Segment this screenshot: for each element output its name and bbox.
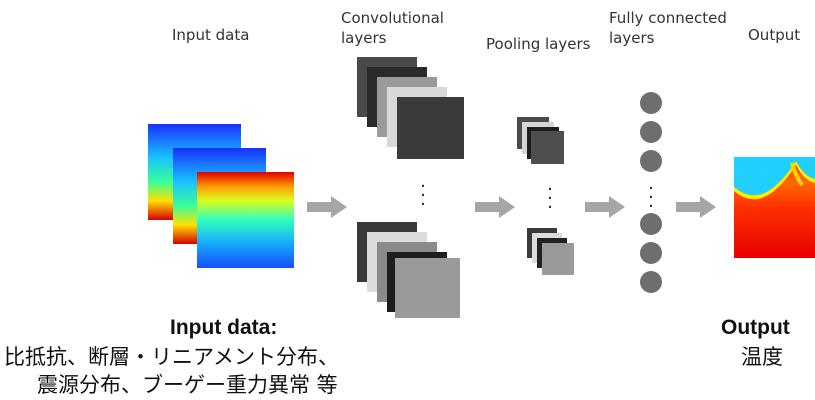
output-header: Output	[748, 26, 801, 44]
input-data-header: Input data	[172, 26, 250, 44]
pooling-layers-bottom-stack	[527, 228, 574, 275]
pooling-layers-top-stack	[517, 117, 564, 164]
input-caption-title: Input data:	[170, 316, 278, 339]
input-caption-line2: 震源分布、ブーゲー重力異常 等	[37, 373, 338, 397]
conv-layers-header-line1: Convolutional	[341, 9, 444, 27]
conv-layers-bottom-stack	[357, 222, 460, 318]
input-caption-line1: 比抵抗、断層・リニアメント分布、	[4, 345, 339, 369]
arrow-icon	[585, 196, 625, 218]
pooling-layers-header: Pooling layers	[486, 35, 591, 53]
pooling-layers-ellipsis: ···	[547, 179, 553, 218]
fc-node	[640, 271, 662, 293]
fc-layers-header-line2: layers	[609, 29, 655, 47]
input-map-3	[197, 172, 294, 268]
arrow-icon	[475, 196, 515, 218]
input-data-maps	[148, 124, 294, 268]
fc-layers-ellipsis: ···	[648, 178, 654, 217]
fc-node	[640, 213, 662, 235]
fc-node	[640, 242, 662, 264]
fc-node	[640, 92, 662, 114]
arrow-icon	[676, 196, 716, 218]
conv-layers-top-stack	[357, 57, 464, 159]
fc-node	[640, 150, 662, 172]
fc-node	[640, 121, 662, 143]
output-caption-value: 温度	[741, 345, 783, 369]
fc-layers-header-line1: Fully connected	[609, 9, 727, 27]
conv-layers-header-line2: layers	[341, 29, 387, 47]
conv-layers-ellipsis: ···	[420, 176, 426, 215]
arrow-icon	[307, 196, 347, 218]
output-temperature-map	[734, 157, 815, 258]
output-caption-title: Output	[721, 316, 790, 339]
